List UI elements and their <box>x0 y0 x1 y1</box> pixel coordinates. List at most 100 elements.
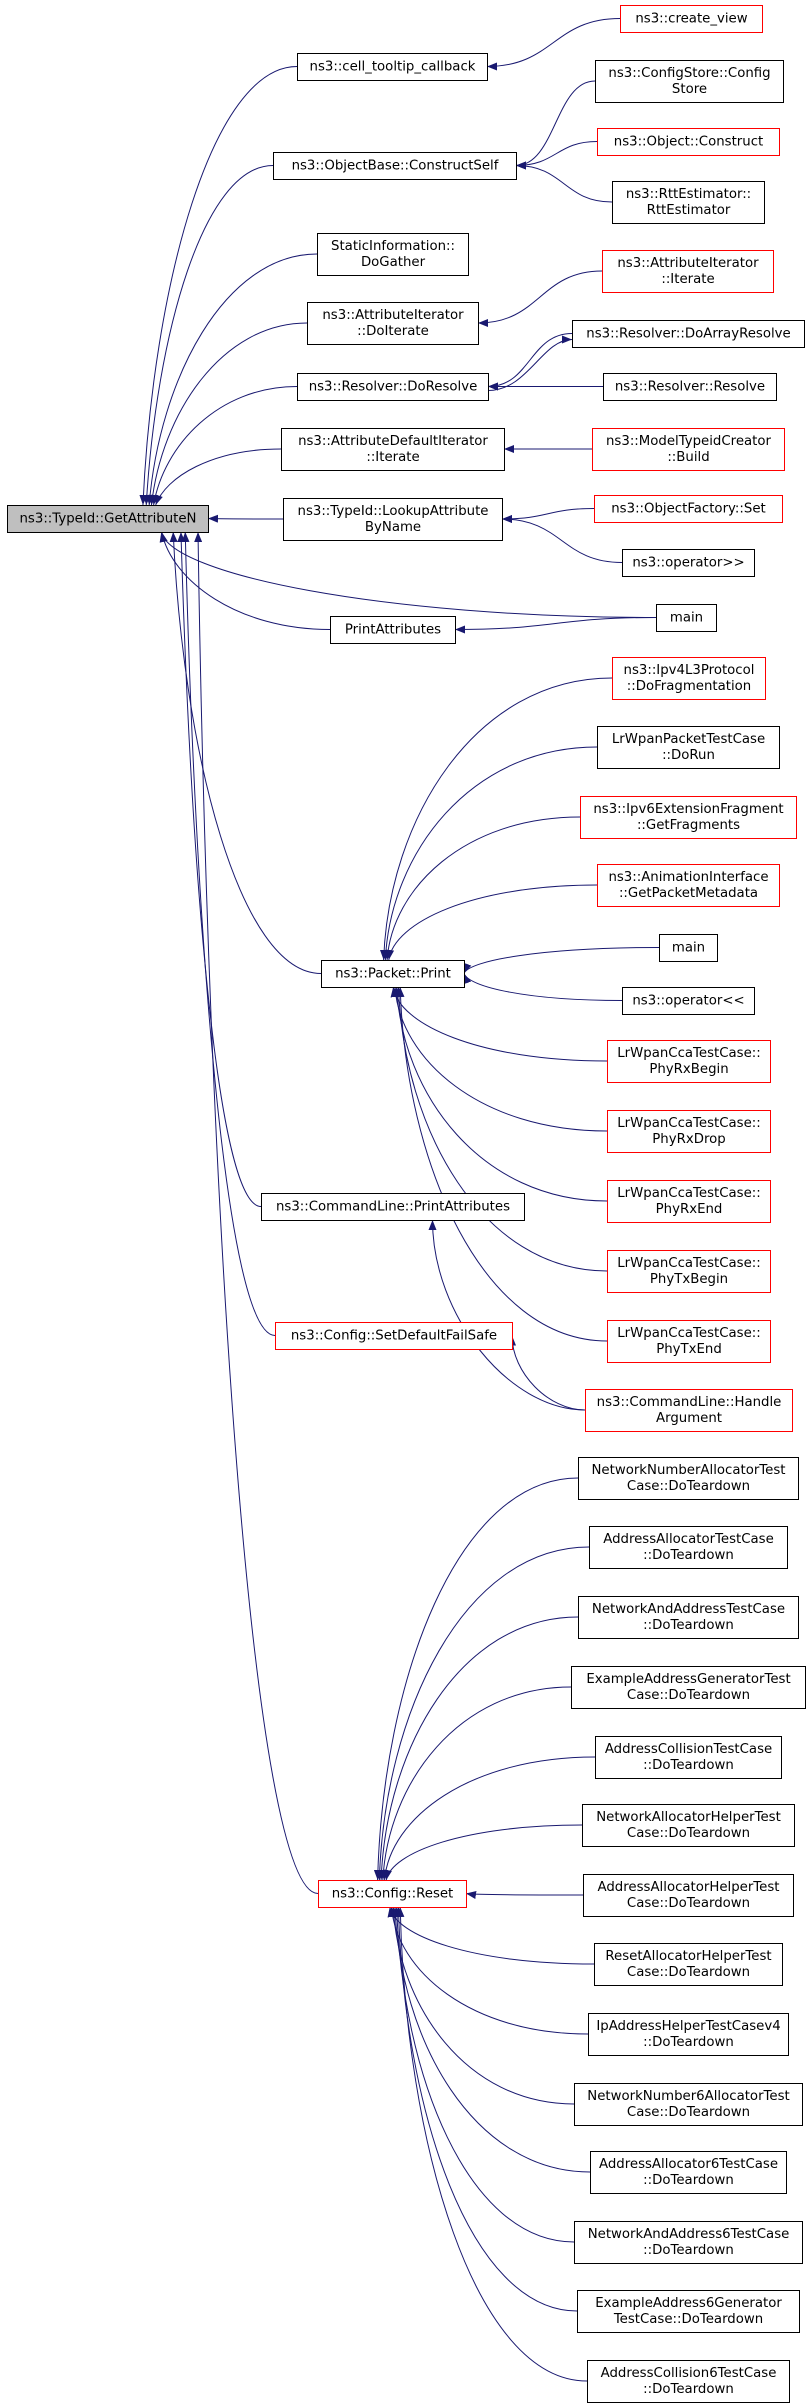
node-box <box>597 864 780 907</box>
node-addresscollisiontestcase-doteardown[interactable]: AddressCollisionTestCase::DoTeardown <box>595 1736 782 1779</box>
edge-group <box>389 1906 575 2105</box>
node-ns3-objectbase-constructself[interactable]: ns3::ObjectBase::ConstructSelf <box>273 152 517 180</box>
node-lrwpanccatestcase-phyrxend[interactable]: LrWpanCcaTestCase::PhyRxEnd <box>607 1180 771 1223</box>
node-staticinformation-dogather[interactable]: StaticInformation::DoGather <box>317 233 469 276</box>
node-ns3-animationinterface-getpacketmetadata[interactable]: ns3::AnimationInterface::GetPacketMetada… <box>597 864 780 907</box>
node-label: ::DoIterate <box>357 324 429 339</box>
node-addressallocatorhelpertestcase-doteardown[interactable]: AddressAllocatorHelperTestCase::DoTeardo… <box>583 1874 794 1917</box>
node-addresscollision6testcase-doteardown[interactable]: AddressCollision6TestCase::DoTeardown <box>587 2360 790 2403</box>
node-main[interactable]: main <box>656 604 717 632</box>
edge-r8-to-n12 <box>387 1906 595 1965</box>
node-box <box>583 1874 794 1917</box>
node-label: PhyTxBegin <box>650 1272 728 1287</box>
node-ns3-ipv6extensionfragment-getfragments[interactable]: ns3::Ipv6ExtensionFragment::GetFragments <box>580 796 797 839</box>
node-label: AddressAllocatorTestCase <box>603 1532 774 1547</box>
node-exampleaddressgeneratortestcase-doteardown[interactable]: ExampleAddressGeneratorTestCase::DoTeard… <box>571 1666 806 1709</box>
edge-c6-to-n5 <box>487 333 573 391</box>
edge-h1-to-n10 <box>428 1219 586 1411</box>
node-ns3-configstore-configstore[interactable]: ns3::ConfigStore::ConfigStore <box>595 60 784 103</box>
node-ns3-attributedefaultiterator-iterate[interactable]: ns3::AttributeDefaultIterator::Iterate <box>281 428 505 471</box>
node-addressallocatortestcase-doteardown[interactable]: AddressAllocatorTestCase::DoTeardown <box>589 1526 788 1569</box>
node-ns3-config-reset[interactable]: ns3::Config::Reset <box>318 1880 467 1908</box>
node-ns3-cell-tooltip-callback[interactable]: ns3::cell_tooltip_callback <box>297 53 488 81</box>
node-main[interactable]: main <box>659 934 718 962</box>
node-exampleaddress6generatortestcase-doteardown[interactable]: ExampleAddress6GeneratorTestCase::DoTear… <box>577 2290 800 2333</box>
edge-n6-to-n0 <box>155 448 282 506</box>
node-lrwpanccatestcase-phytxbegin[interactable]: LrWpanCcaTestCase::PhyTxBegin <box>607 1250 771 1293</box>
node-box <box>571 1666 806 1709</box>
edge-c9-to-n7 <box>501 508 595 523</box>
node-printattributes[interactable]: PrintAttributes <box>330 616 456 644</box>
node-label: Store <box>672 82 707 97</box>
node-ns3-ipv4l3protocol-dofragmentation[interactable]: ns3::Ipv4L3Protocol::DoFragmentation <box>612 657 766 700</box>
node-label: ::DoTeardown <box>643 1758 734 1773</box>
edge-group <box>487 333 573 391</box>
node-label: AddressCollision6TestCase <box>601 2366 777 2381</box>
node-ns3-resolver-resolve[interactable]: ns3::Resolver::Resolve <box>603 373 777 401</box>
node-ns3-operator[interactable]: ns3::operator<< <box>622 987 755 1015</box>
node-ns3-objectfactory-set[interactable]: ns3::ObjectFactory::Set <box>594 495 783 523</box>
node-ns3-operator[interactable]: ns3::operator>> <box>622 549 755 577</box>
node-box <box>297 373 489 401</box>
node-ns3-config-setdefaultfailsafe[interactable]: ns3::Config::SetDefaultFailSafe <box>275 1322 513 1350</box>
node-label: Case::DoTeardown <box>627 1826 750 1841</box>
edge-group <box>383 816 581 961</box>
node-box <box>607 1250 771 1293</box>
node-ns3-attributeiterator-iterate[interactable]: ns3::AttributeIterator::Iterate <box>602 250 774 293</box>
node-label: ::DoTeardown <box>643 2035 734 2050</box>
node-lrwpanccatestcase-phyrxdrop[interactable]: LrWpanCcaTestCase::PhyRxDrop <box>607 1110 771 1153</box>
edge-group <box>169 531 322 974</box>
node-label: ns3::ObjectFactory::Set <box>611 502 765 517</box>
edge-r9-to-n12 <box>388 1906 589 2035</box>
node-label: Case::DoTeardown <box>627 1479 750 1494</box>
node-lrwpanccatestcase-phyrxbegin[interactable]: LrWpanCcaTestCase::PhyRxBegin <box>607 1040 771 1083</box>
edge-c11-to-n0 <box>159 531 657 618</box>
edge-group <box>381 746 598 961</box>
node-ns3-create-view[interactable]: ns3::create_view <box>620 5 763 33</box>
node-networkandaddress6testcase-doteardown[interactable]: NetworkAndAddress6TestCase::DoTeardown <box>574 2221 803 2264</box>
node-ns3-rttestimator-rttestimator[interactable]: ns3::RttEstimator::RttEstimator <box>612 181 765 224</box>
node-ns3-object-construct[interactable]: ns3::Object::Construct <box>597 128 780 156</box>
edge-r14-to-n12 <box>396 1906 588 2382</box>
node-label: LrWpanPacketTestCase <box>612 732 765 747</box>
node-ipaddresshelpertestcasev4-doteardown[interactable]: IpAddressHelperTestCasev4::DoTeardown <box>588 2013 789 2056</box>
node-label: DoGather <box>361 255 426 270</box>
node-label: LrWpanCcaTestCase:: <box>617 1186 760 1201</box>
edge-n9-to-n0 <box>169 531 322 974</box>
edge-group <box>501 508 595 523</box>
edge-group <box>515 161 613 203</box>
node-label: ns3::Config::SetDefaultFailSafe <box>291 1329 497 1344</box>
node-ns3-attributeiterator-doiterate[interactable]: ns3::AttributeIterator::DoIterate <box>307 302 479 345</box>
node-label: RttEstimator <box>647 203 731 218</box>
node-label: ns3::AttributeIterator <box>322 308 464 323</box>
node-ns3-commandline-printattributes[interactable]: ns3::CommandLine::PrintAttributes <box>261 1193 525 1221</box>
node-ns3-modeltypeidcreator-build[interactable]: ns3::ModelTypeidCreator::Build <box>592 428 785 471</box>
node-networknumberallocatortestcase-doteardown[interactable]: NetworkNumberAllocatorTestCase::DoTeardo… <box>578 1457 799 1500</box>
node-networkandaddresstestcase-doteardown[interactable]: NetworkAndAddressTestCase::DoTeardown <box>578 1596 799 1639</box>
node-lrwpanpackettestcase-dorun[interactable]: LrWpanPacketTestCase::DoRun <box>597 726 780 769</box>
node-ns3-packet-print[interactable]: ns3::Packet::Print <box>321 960 465 988</box>
node-label: ::DoTeardown <box>643 2382 734 2397</box>
node-label: Case::DoTeardown <box>627 2105 750 2120</box>
edge-group <box>463 947 660 974</box>
node-box <box>590 2151 787 2194</box>
node-ns3-resolver-doresolve[interactable]: ns3::Resolver::DoResolve <box>297 373 489 401</box>
node-ns3-resolver-doarrayresolve[interactable]: ns3::Resolver::DoArrayResolve <box>572 320 805 348</box>
node-label: PhyRxDrop <box>652 1132 725 1147</box>
edge-r10-to-n12 <box>389 1906 575 2105</box>
node-lrwpanccatestcase-phytxend[interactable]: LrWpanCcaTestCase::PhyTxEnd <box>607 1320 771 1363</box>
edge-group <box>515 80 596 170</box>
node-label: ByName <box>365 520 421 535</box>
edge-r7-to-n12 <box>465 1891 584 1899</box>
edge-group <box>390 986 608 1062</box>
node-box <box>307 302 479 345</box>
node-networknumber6allocatortestcase-doteardown[interactable]: NetworkNumber6AllocatorTestCase::DoTeard… <box>574 2083 803 2126</box>
node-label: ns3::AttributeDefaultIterator <box>298 434 488 449</box>
node-networkallocatorhelpertestcase-doteardown[interactable]: NetworkAllocatorHelperTestCase::DoTeardo… <box>582 1804 795 1847</box>
node-addressallocator6testcase-doteardown[interactable]: AddressAllocator6TestCase::DoTeardown <box>590 2151 787 2194</box>
edge-n1-to-n0 <box>139 66 298 506</box>
edge-group <box>387 1906 595 1965</box>
